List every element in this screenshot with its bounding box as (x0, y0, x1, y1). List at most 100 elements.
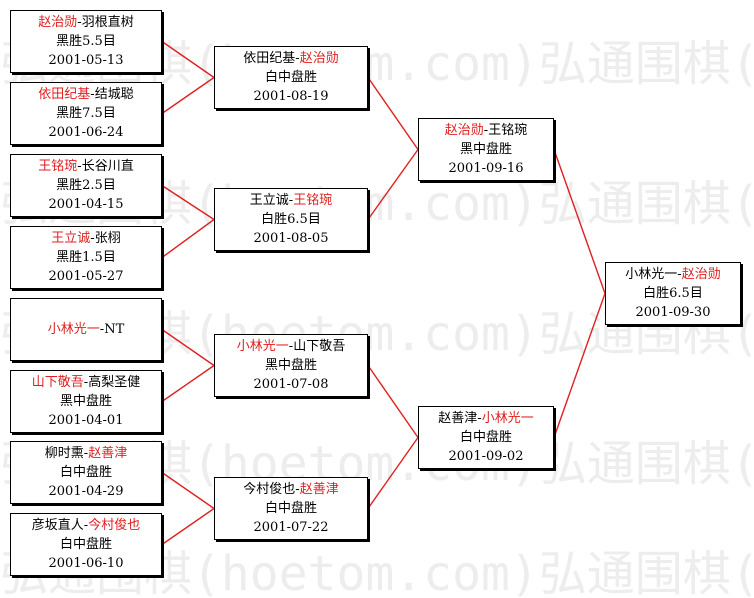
connector-line (161, 40, 215, 79)
match-date: 2001-05-27 (48, 269, 124, 284)
player-one: 山下敬吾 (31, 375, 84, 390)
player-one: 依田纪基 (243, 51, 296, 66)
player-two: 赵善津 (88, 446, 128, 461)
match-players: 山下敬吾-高梨圣健 (11, 373, 161, 392)
match-result: 白胜6.5目 (643, 286, 703, 301)
player-two: 小林光一 (481, 411, 534, 426)
final-match-box: 小林光一-赵治勋白胜6.5目 2001-09-30 (605, 262, 741, 325)
connector-line (367, 365, 419, 438)
connector-line (367, 149, 419, 220)
round1-match-box: 赵治勋-羽根直树黑胜5.5目 2001-05-13 (10, 10, 162, 73)
match-players: 今村俊也-赵善津 (215, 480, 367, 499)
connector-line (553, 293, 606, 438)
player-two: 赵治勋 (681, 267, 721, 282)
player-separator: - (77, 15, 82, 30)
player-one: 王铭琬 (38, 159, 78, 174)
match-date: 2001-09-16 (448, 161, 524, 176)
match-players: 小林光一-赵治勋 (606, 265, 740, 284)
round1-match-box: 依田纪基-结城聪黑胜7.5目 2001-06-24 (10, 82, 162, 145)
round2-match-box: 今村俊也-赵善津白中盘胜 2001-07-22 (214, 477, 368, 540)
match-date: 2001-09-02 (448, 449, 524, 464)
player-one: 今村俊也 (243, 482, 296, 497)
match-players: 王铭琬-长谷川直 (11, 157, 161, 176)
player-separator: - (83, 375, 89, 390)
match-players: 小林光一-NT (11, 320, 161, 339)
player-two: 高梨圣健 (88, 375, 141, 390)
match-result: 黑中盘胜 (59, 394, 112, 409)
player-one: 小林光一 (236, 339, 289, 354)
round2-match-box: 依田纪基-赵治勋白中盘胜 2001-08-19 (214, 46, 368, 109)
match-result: 白中盘胜 (459, 430, 512, 445)
player-separator: - (677, 267, 682, 282)
player-one: 赵治勋 (444, 123, 484, 138)
match-date: 2001-06-24 (48, 125, 124, 140)
player-two: 赵治勋 (299, 51, 339, 66)
match-players: 赵治勋-羽根直树 (11, 13, 161, 32)
match-result: 黑中盘胜 (459, 142, 512, 157)
match-result: 白中盘胜 (264, 70, 317, 85)
player-separator: - (83, 518, 89, 533)
player-one: 王立诚 (249, 193, 289, 208)
match-players: 王立诚-张栩 (11, 229, 161, 248)
player-two: 赵善津 (299, 482, 339, 497)
round1-match-box: 山下敬吾-高梨圣健黑中盘胜 2001-04-01 (10, 370, 162, 433)
connector-line (553, 149, 606, 294)
player-separator: - (77, 159, 82, 174)
match-date: 2001-06-10 (48, 556, 124, 571)
player-one: 彦坂直人 (31, 518, 84, 533)
match-result: 白中盘胜 (264, 501, 317, 516)
player-two: 羽根直树 (81, 15, 134, 30)
semifinal-match-box: 赵善津-小林光一白中盘胜 2001-09-02 (418, 406, 554, 469)
connector-line (161, 218, 215, 259)
player-separator: - (99, 322, 105, 337)
match-result: 黑胜2.5目 (56, 178, 116, 193)
player-two: NT (104, 322, 125, 337)
player-one: 依田纪基 (38, 87, 91, 102)
player-separator: - (295, 482, 300, 497)
round1-match-box: 王铭琬-长谷川直黑胜2.5目 2001-04-15 (10, 154, 162, 217)
match-players: 小林光一-山下敬吾 (215, 337, 367, 356)
match-date: 2001-09-30 (635, 305, 711, 320)
connector-line (367, 77, 419, 150)
player-separator: - (288, 339, 294, 354)
connector-line (161, 328, 215, 367)
match-date: 2001-04-15 (48, 197, 124, 212)
match-date: 2001-05-13 (48, 53, 124, 68)
match-players: 彦坂直人-今村俊也 (11, 516, 161, 535)
connector-line (161, 364, 215, 403)
connector-line (161, 507, 215, 546)
player-two: 张栩 (94, 231, 121, 246)
player-separator: - (295, 51, 300, 66)
match-date: 2001-08-19 (253, 89, 329, 104)
player-separator: - (288, 193, 294, 208)
match-date: 2001-04-29 (48, 484, 124, 499)
player-two: 王铭琬 (488, 123, 528, 138)
connector-line (161, 184, 215, 221)
match-players: 赵治勋-王铭琬 (419, 121, 553, 140)
player-separator: - (90, 231, 95, 246)
player-one: 柳时熏 (44, 446, 84, 461)
match-players: 赵善津-小林光一 (419, 409, 553, 428)
player-one: 赵治勋 (38, 15, 78, 30)
player-two: 王铭琬 (293, 193, 333, 208)
player-separator: - (477, 411, 482, 426)
match-result: 黑胜5.5目 (56, 34, 116, 49)
match-result: 黑胜7.5目 (56, 106, 116, 121)
player-two: 今村俊也 (88, 518, 141, 533)
match-date: 2001-07-22 (253, 520, 329, 535)
player-two: 山下敬吾 (293, 339, 346, 354)
match-players: 依田纪基-结城聪 (11, 85, 161, 104)
player-one: 小林光一 (625, 267, 678, 282)
player-one: 小林光一 (47, 322, 100, 337)
match-date: 2001-04-01 (48, 413, 124, 428)
player-two: 结城聪 (94, 87, 134, 102)
match-result: 白胜6.5目 (261, 212, 321, 227)
match-date: 2001-07-08 (253, 377, 329, 392)
player-one: 王立诚 (51, 231, 91, 246)
match-players: 王立诚-王铭琬 (215, 191, 367, 210)
